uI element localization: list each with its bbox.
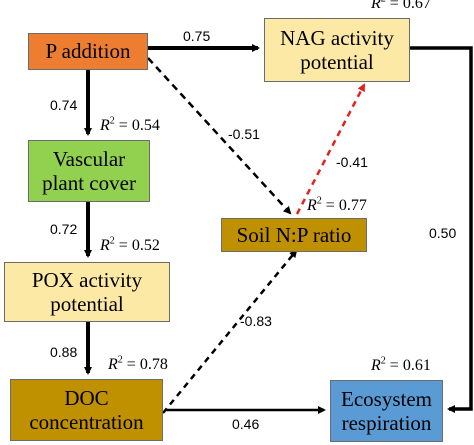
r2-label-vascular: R2 = 0.54 bbox=[100, 115, 160, 134]
node-doc-concentration: DOC concentration bbox=[10, 379, 163, 441]
coef-doc-to-eco: 0.46 bbox=[232, 416, 260, 432]
node-nag-activity: NAG activity potential bbox=[264, 18, 410, 82]
r2-label-doc: R2 = 0.78 bbox=[108, 354, 168, 373]
node-pox-activity: POX activity potential bbox=[4, 262, 170, 322]
node-vascular-cover: Vascular plant cover bbox=[28, 140, 150, 202]
arrow-soil-to-nag bbox=[295, 83, 366, 215]
coef-p-to-vascular: 0.74 bbox=[50, 97, 78, 113]
node-ecosystem-respiration: Ecosystem respiration bbox=[330, 380, 443, 442]
arrow-doc-to-soil bbox=[162, 249, 298, 414]
coef-doc-to-soil: -0.83 bbox=[240, 313, 272, 329]
arrow-nag-to-eco bbox=[410, 46, 473, 413]
coef-p-to-nag: 0.75 bbox=[183, 28, 211, 44]
coef-p-to-soil: -0.51 bbox=[228, 126, 260, 142]
node-soil-np: Soil N:P ratio bbox=[221, 218, 367, 252]
r2-label-eco: R2 = 0.61 bbox=[371, 355, 431, 374]
r2-label-soil: R2 = 0.77 bbox=[307, 195, 367, 214]
coef-vascular-to-pox: 0.72 bbox=[50, 221, 78, 237]
r2-label-nag: R2 = 0.67 bbox=[371, 0, 431, 12]
r2-label-pox: R2 = 0.52 bbox=[100, 235, 160, 254]
coef-pox-to-doc: 0.88 bbox=[50, 344, 78, 360]
node-p-addition: P addition bbox=[28, 33, 148, 70]
coef-soil-to-nag: -0.41 bbox=[336, 154, 368, 170]
coef-nag-to-eco: 0.50 bbox=[429, 225, 457, 241]
